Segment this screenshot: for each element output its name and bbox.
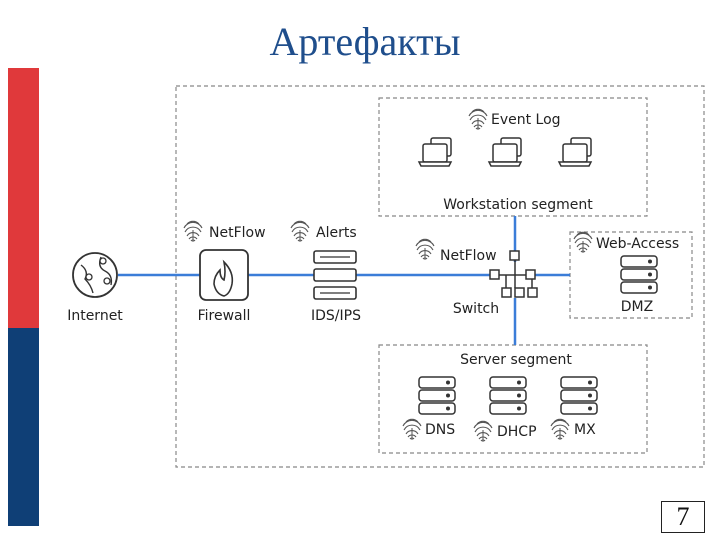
dns-label: DNS — [425, 422, 455, 438]
server-icon — [418, 376, 456, 415]
fingerprint-icon — [415, 238, 435, 261]
fingerprint-icon — [550, 418, 570, 441]
dmz-label: DMZ — [621, 299, 653, 315]
netflow-firewall-label: NetFlow — [209, 225, 266, 241]
fingerprint-icon — [573, 231, 593, 254]
accent-bar-blue — [8, 328, 39, 526]
firewall-label: Firewall — [198, 308, 251, 324]
laptop-icon — [558, 137, 592, 167]
ids-ips-label: IDS/IPS — [311, 308, 361, 324]
alerts-label: Alerts — [316, 225, 357, 241]
server-icon — [489, 376, 527, 415]
event-log-label: Event Log — [491, 112, 561, 128]
server-segment-box — [378, 344, 648, 454]
firewall-icon — [199, 249, 249, 301]
switch-icon — [489, 250, 538, 298]
web-access-label: Web-Access — [596, 236, 679, 252]
laptop-icon — [488, 137, 522, 167]
page-number: 7 — [661, 501, 705, 533]
switch-label: Switch — [453, 301, 499, 317]
mx-label: MX — [574, 422, 596, 438]
internet-label: Internet — [67, 308, 123, 324]
fingerprint-icon — [290, 220, 310, 243]
workstation-segment-box — [378, 97, 648, 217]
fingerprint-icon — [473, 420, 493, 443]
fingerprint-icon — [402, 418, 422, 441]
page-title: Артефакты — [269, 19, 461, 64]
workstation-segment-label: Workstation segment — [443, 197, 593, 213]
fingerprint-icon — [183, 220, 203, 243]
laptop-icon — [418, 137, 452, 167]
globe-icon — [72, 252, 118, 298]
server-segment-label: Server segment — [460, 352, 572, 368]
dhcp-label: DHCP — [497, 424, 537, 440]
fingerprint-icon — [468, 108, 488, 131]
server-icon — [620, 255, 658, 294]
network-boundary — [175, 85, 705, 468]
netflow-switch-label: NetFlow — [440, 248, 497, 264]
accent-bar-red — [8, 68, 39, 328]
ids-ips-icon — [313, 250, 357, 300]
server-icon — [560, 376, 598, 415]
